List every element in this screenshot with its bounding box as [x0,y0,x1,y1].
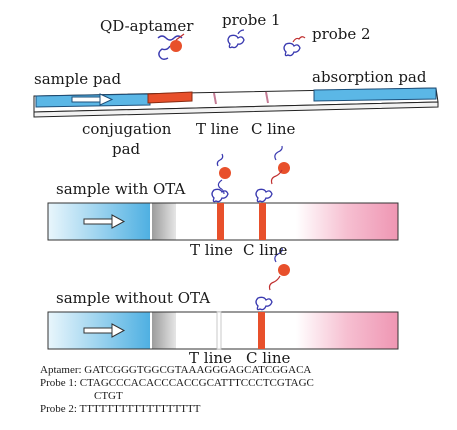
t-line-label: T line [189,349,232,367]
t-complex-icon [211,153,231,203]
t-line-label: T line [196,120,239,138]
strip-3d [33,87,439,118]
c-line-label: C line [243,241,288,259]
conjugation-pad [152,203,176,240]
qd-aptamer-label: QD-aptamer [100,17,194,35]
probe2-sequence: Probe 2: TTTTTTTTTTTTTTTTTT [40,403,201,415]
sample-with-ota-label: sample with OTA [56,180,186,198]
arrow-icon [83,214,126,229]
sample-pad-label: sample pad [34,70,122,88]
t-line-empty [216,311,222,350]
strip-without-ota [47,311,399,350]
sample-without-ota-label: sample without OTA [56,289,211,307]
conjugation-pad-label-line1: conjugation [82,120,172,138]
t-line-band [217,203,224,240]
probe2-icon [283,36,306,57]
probe1-icon [227,29,245,49]
conjugation-pad-label-line2: pad [112,140,141,158]
c-line-label: C line [246,349,291,367]
t-line-3d [213,92,217,105]
aptamer-sequence: Aptamer: GATCGGGTGGCGTAAAGGGAGCATCGGACA [40,364,312,376]
arrow-icon [83,323,126,338]
t-line-label: T line [190,241,233,259]
c-complex-without-icon [255,247,290,311]
absorption-pad [296,312,398,349]
absorption-pad [296,203,398,240]
absorption-pad-label: absorption pad [312,68,427,86]
conjugation-pad [152,312,176,349]
probe1-sequence-cont: CTGT [94,390,123,402]
probe1-sequence: Probe 1: CTAGCCCACACCCACCGCATTTCCCTCGTAG… [40,377,314,389]
conjugation-pad [147,91,193,104]
c-line-band [258,312,265,349]
qd-aptamer-icon [157,33,185,60]
probe2-label: probe 2 [312,25,371,43]
c-complex-icon [255,145,290,203]
c-line-band [259,203,266,240]
strip-with-ota [47,202,399,241]
probe1-label: probe 1 [222,11,281,29]
arrow-icon [71,93,114,106]
c-line-label: C line [251,120,296,138]
c-line-3d [265,91,269,104]
absorption-pad [313,87,437,102]
